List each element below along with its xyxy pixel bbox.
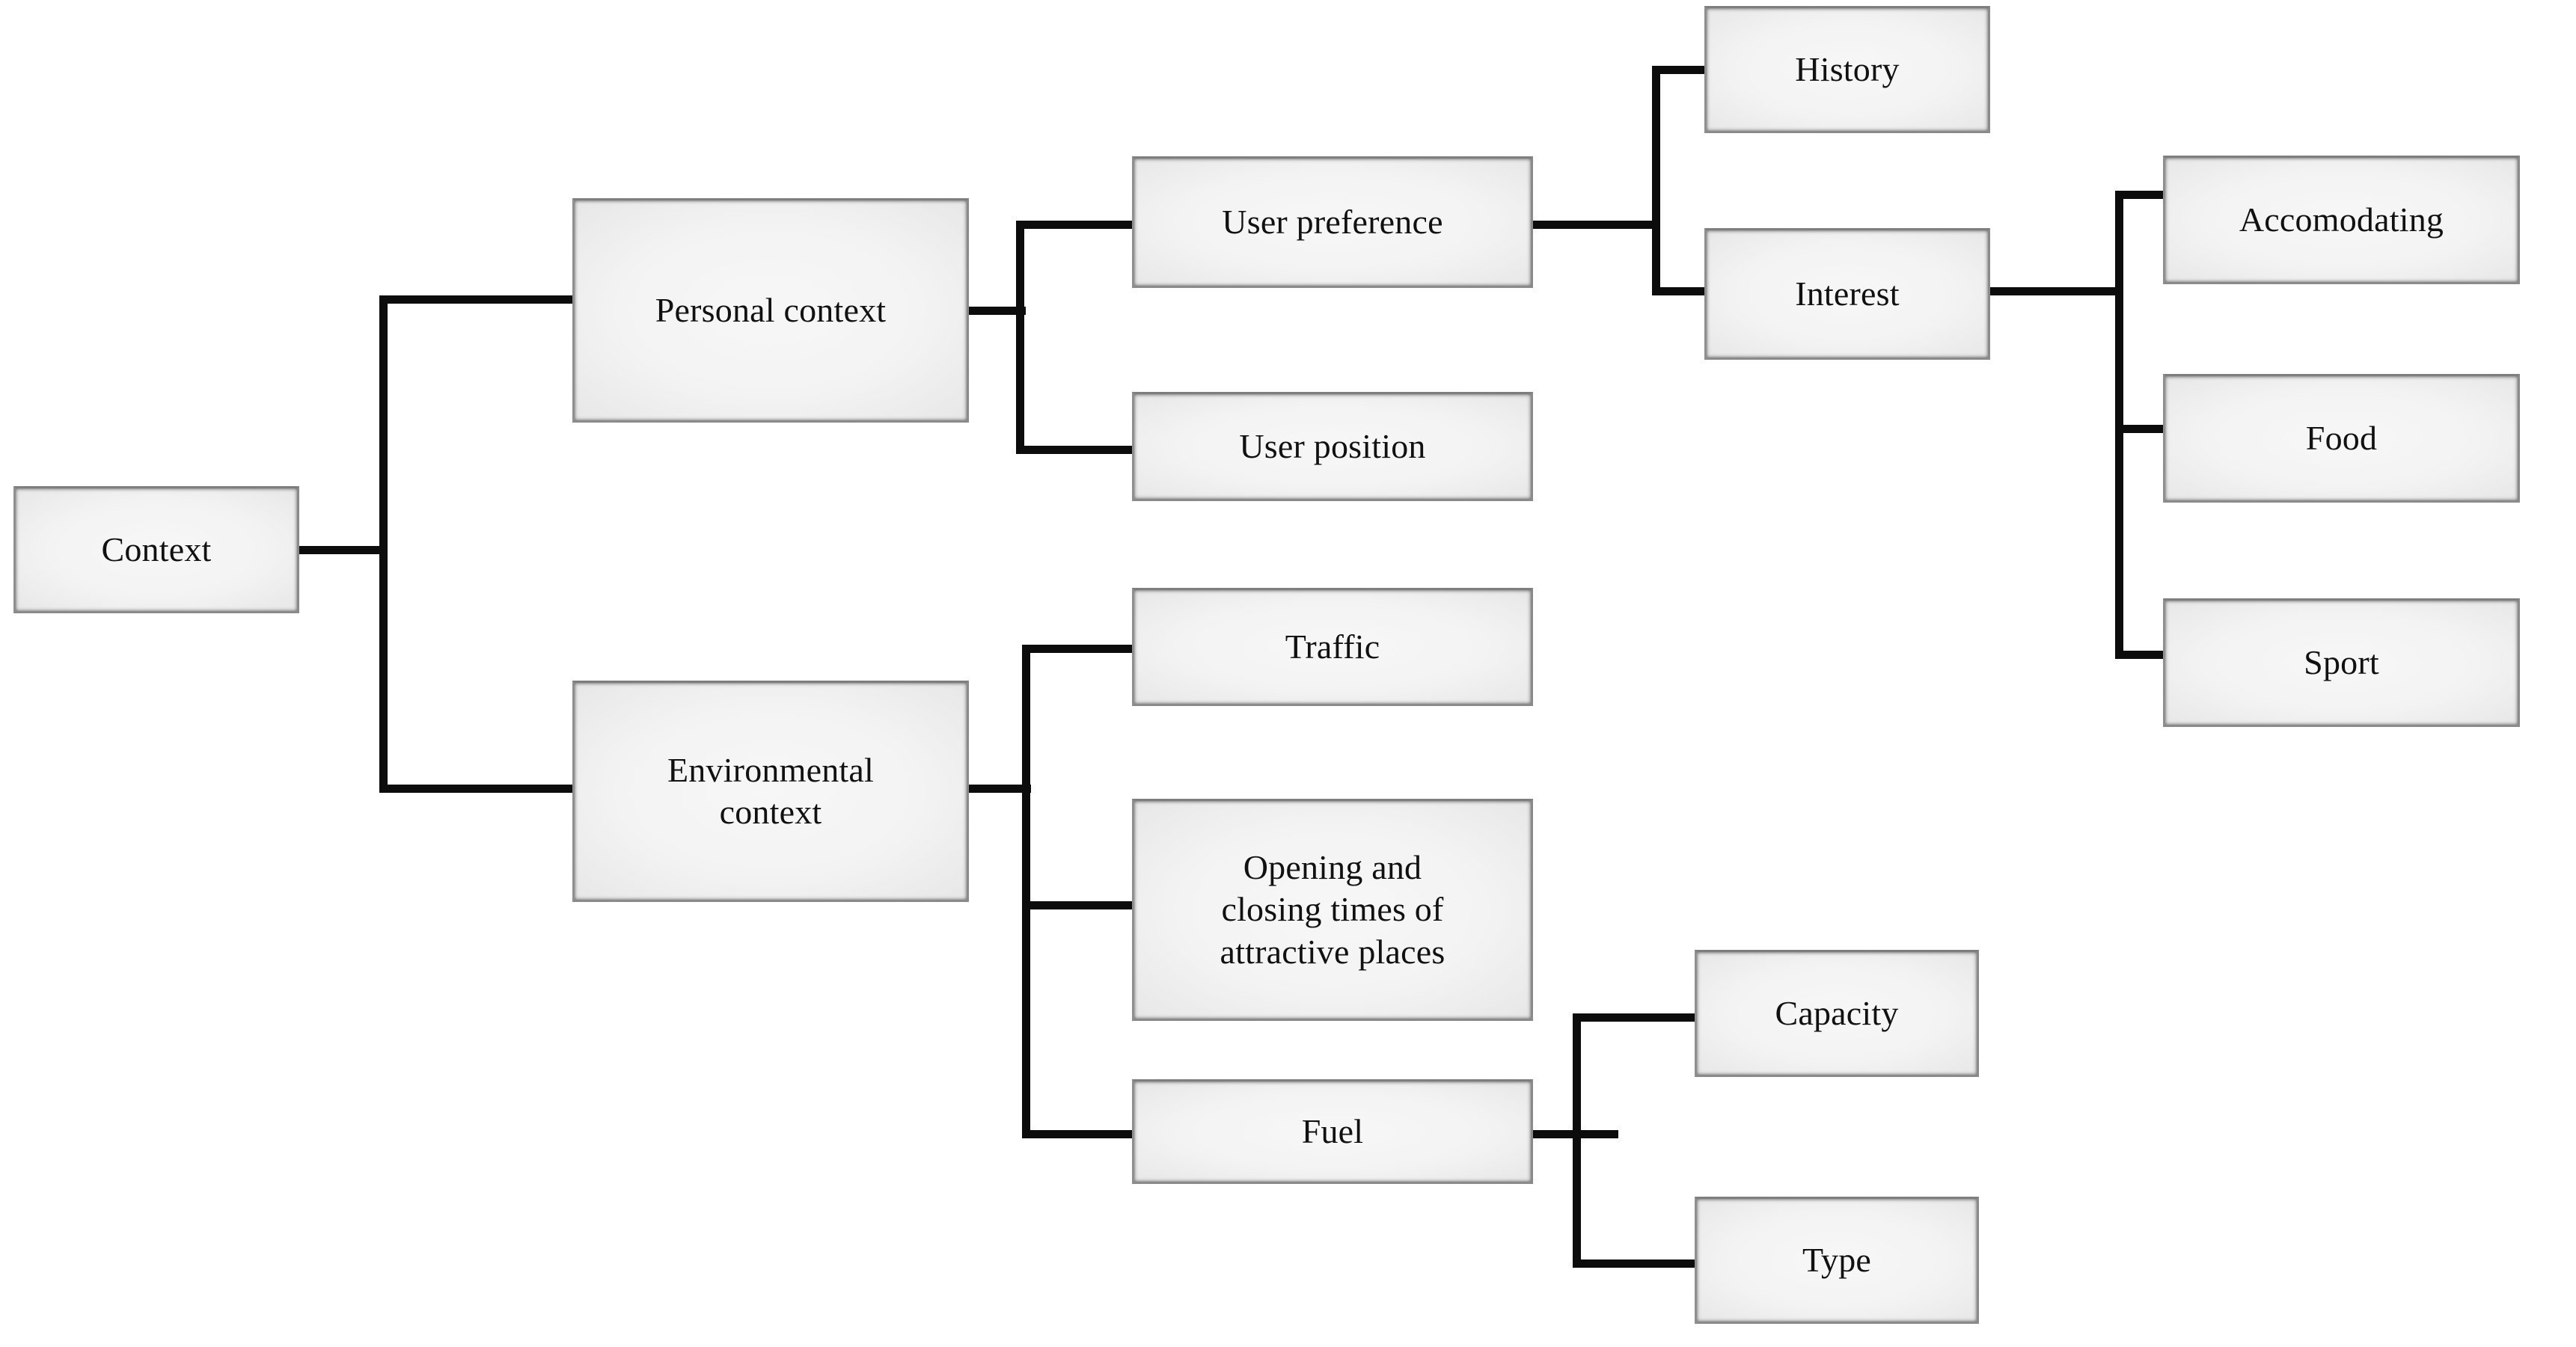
node-user-preference[interactable]: User preference xyxy=(1132,156,1533,288)
edge-trunk-to-type xyxy=(1573,1259,1701,1268)
node-fuel-type-label: Type xyxy=(1802,1240,1872,1279)
node-capacity-label: Capacity xyxy=(1775,993,1899,1032)
node-fuel[interactable]: Fuel xyxy=(1132,1079,1533,1184)
edge-trunk-to-opening xyxy=(1022,901,1137,909)
node-user-position-label: User position xyxy=(1239,426,1426,465)
node-traffic-label: Traffic xyxy=(1285,627,1380,666)
node-food[interactable]: Food xyxy=(2163,374,2520,503)
node-opening-closing-times-label: Opening and closing times of attractive … xyxy=(1220,848,1445,971)
edge-trunk-level1 xyxy=(379,295,388,793)
node-context[interactable]: Context xyxy=(13,486,299,613)
edge-trunk-to-environment xyxy=(379,785,575,793)
edge-trunk-personal-children xyxy=(1016,221,1024,454)
node-interest-label: Interest xyxy=(1795,274,1900,313)
node-accomodating[interactable]: Accomodating xyxy=(2163,156,2520,284)
edge-personal-to-trunk xyxy=(967,307,1026,315)
node-opening-closing-times[interactable]: Opening and closing times of attractive … xyxy=(1132,799,1533,1021)
edge-trunk-to-history xyxy=(1652,66,1710,74)
node-history-label: History xyxy=(1795,49,1900,88)
edge-trunk-to-interest xyxy=(1652,287,1710,295)
edge-user-preference-to-trunk xyxy=(1532,221,1660,229)
edge-interest-to-trunk xyxy=(1989,287,2123,295)
edge-context-to-trunk xyxy=(298,546,388,554)
node-traffic[interactable]: Traffic xyxy=(1132,588,1533,706)
node-personal-context-label: Personal context xyxy=(655,290,887,329)
edge-trunk-to-user-preference xyxy=(1016,221,1137,229)
node-environmental-context-label: Environmental context xyxy=(667,750,874,831)
node-history[interactable]: History xyxy=(1704,6,1990,133)
node-context-label: Context xyxy=(101,530,212,568)
node-environmental-context[interactable]: Environmental context xyxy=(572,681,969,902)
edge-trunk-to-user-position xyxy=(1016,446,1137,454)
edge-trunk-to-personal xyxy=(379,295,575,304)
node-food-label: Food xyxy=(2305,418,2378,457)
node-sport-label: Sport xyxy=(2304,642,2379,681)
node-user-position[interactable]: User position xyxy=(1132,392,1533,501)
node-capacity[interactable]: Capacity xyxy=(1695,950,1979,1077)
node-sport[interactable]: Sport xyxy=(2163,598,2520,727)
node-accomodating-label: Accomodating xyxy=(2239,200,2444,239)
edge-trunk-preference-children xyxy=(1652,66,1660,295)
node-personal-context[interactable]: Personal context xyxy=(572,198,969,423)
edge-environment-to-trunk xyxy=(967,785,1031,793)
edge-trunk-to-accomodating xyxy=(2115,191,2169,199)
edge-trunk-to-food xyxy=(2115,425,2169,433)
edge-trunk-to-sport xyxy=(2115,651,2169,659)
edge-trunk-to-capacity xyxy=(1573,1013,1701,1022)
node-fuel-type[interactable]: Type xyxy=(1695,1197,1979,1324)
edge-trunk-to-fuel xyxy=(1022,1130,1137,1138)
edge-trunk-to-traffic xyxy=(1022,645,1137,653)
node-interest[interactable]: Interest xyxy=(1704,228,1990,360)
edge-trunk-fuel-children xyxy=(1573,1013,1581,1268)
edge-trunk-environment-children xyxy=(1022,645,1030,1138)
node-fuel-label: Fuel xyxy=(1301,1111,1364,1150)
node-user-preference-label: User preference xyxy=(1222,202,1443,241)
